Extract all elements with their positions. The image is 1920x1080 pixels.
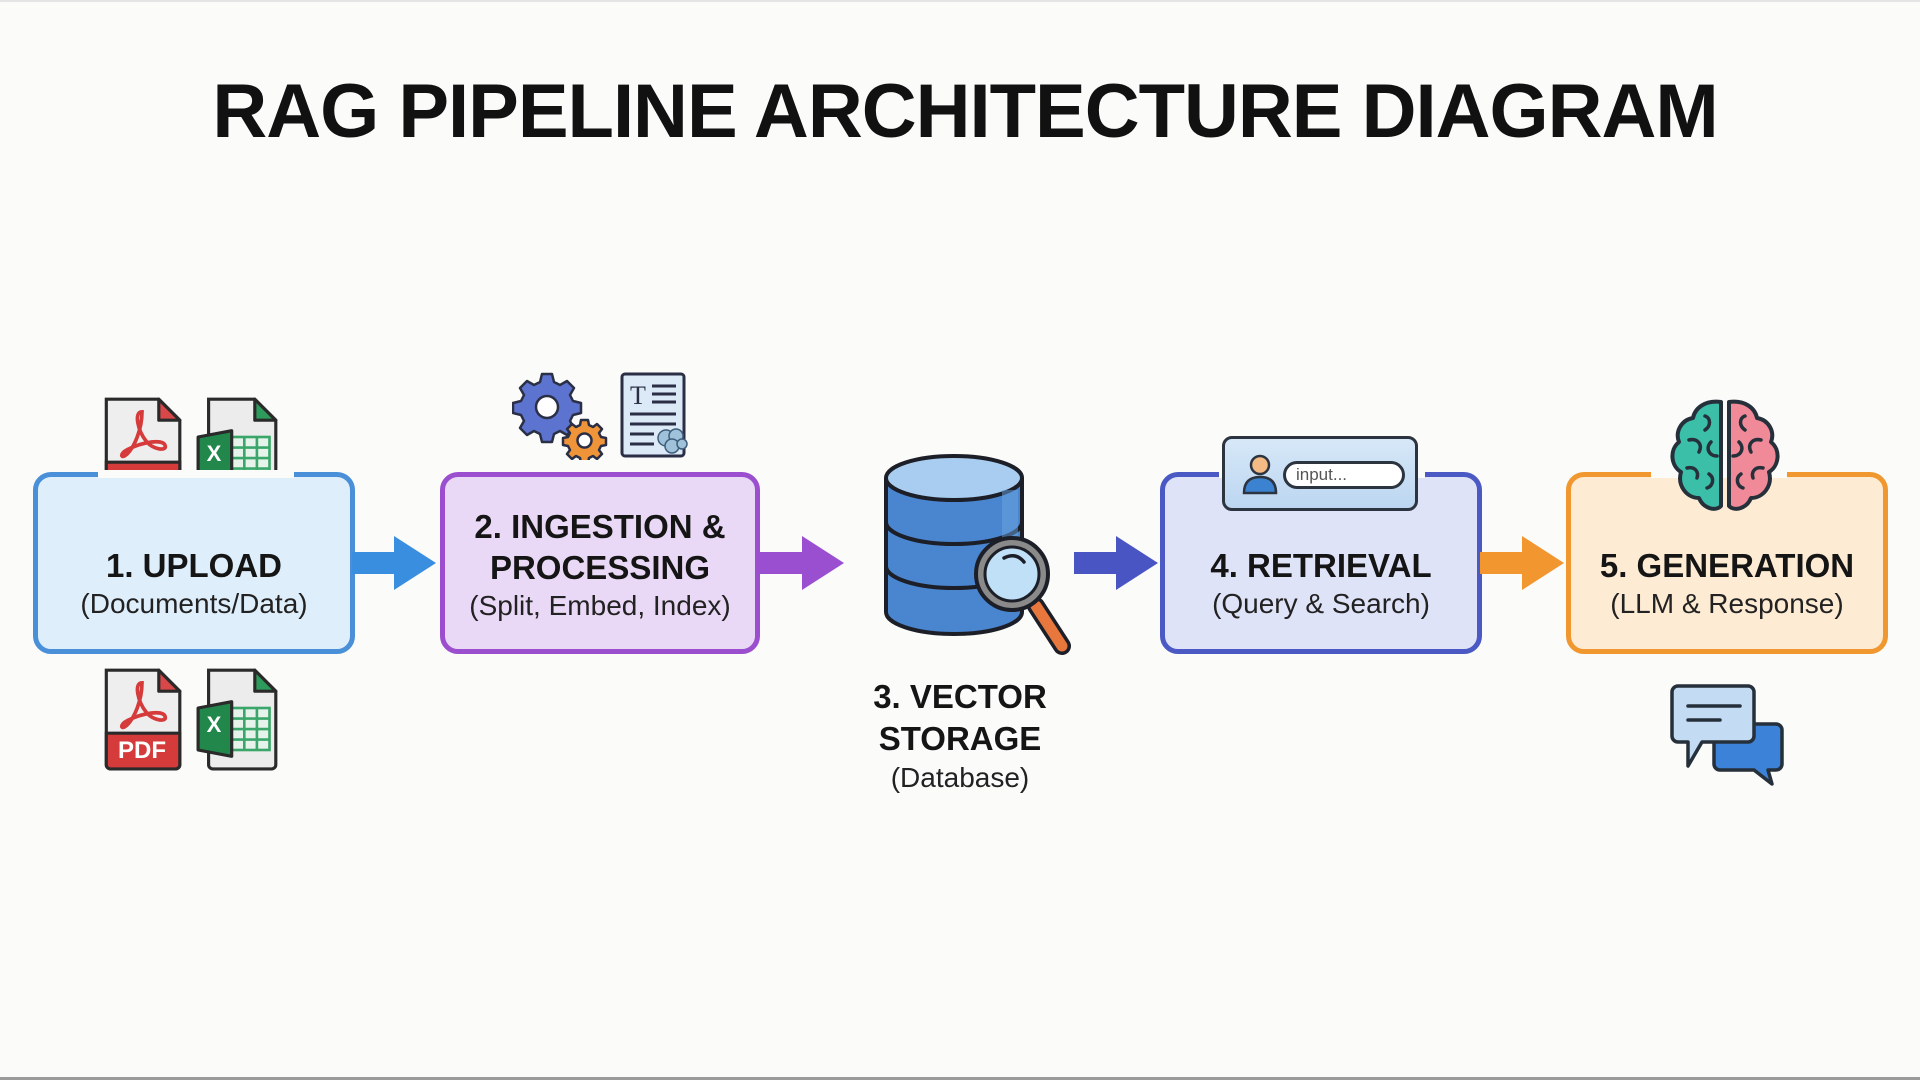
flow-arrow-retrieval-to-generation [1480, 536, 1564, 590]
stage-upload-subtitle: (Documents/Data) [80, 587, 308, 619]
svg-text:X: X [207, 712, 222, 737]
stage-retrieval-subtitle: (Query & Search) [1212, 587, 1430, 619]
flow-arrow-upload-to-ingestion [352, 536, 436, 590]
stage-ingestion-title-line1: 2. INGESTION & [474, 508, 726, 545]
chat-bubbles-icon [1670, 684, 1784, 786]
stage-ingestion-subtitle: (Split, Embed, Index) [469, 590, 731, 621]
database-search-icon [884, 454, 1071, 655]
stage-generation-subtitle: (LLM & Response) [1610, 587, 1844, 619]
stage-ingestion-title-line2: PROCESSING [489, 549, 711, 586]
stage-upload[interactable]: 1. UPLOAD (Documents/Data) [33, 470, 355, 654]
stage-vector-subtitle: (Database) [890, 762, 1030, 793]
excel-file-icon: X [196, 395, 280, 500]
query-input-card: input... [1222, 436, 1418, 511]
stage-vector-title-line2: STORAGE [878, 720, 1042, 757]
stage-generation-title: 5. GENERATION [1599, 546, 1855, 584]
bottom-border [0, 1077, 1920, 1080]
query-input-field[interactable]: input... [1283, 461, 1405, 489]
user-icon [1242, 454, 1278, 495]
top-border [0, 0, 1920, 2]
svg-text:X: X [207, 441, 222, 466]
svg-text:T: T [630, 381, 646, 410]
diagram-title: RAG PIPELINE ARCHITECTURE DIAGRAM [212, 69, 1718, 154]
stage-retrieval-title: 4. RETRIEVAL [1210, 546, 1432, 584]
stage-vector-storage[interactable]: 3. VECTOR STORAGE (Database) [840, 676, 1080, 796]
flow-arrow-ingestion-to-storage [758, 536, 844, 590]
stage-ingestion-processing[interactable]: 2. INGESTION & PROCESSING (Split, Embed,… [440, 472, 760, 654]
gears-icon [512, 372, 608, 460]
flow-arrow-storage-to-retrieval [1074, 536, 1158, 590]
text-document-icon: T [620, 372, 688, 458]
pdf-file-icon: PDF [100, 666, 184, 771]
excel-file-icon: X [196, 666, 280, 771]
stage-upload-title: 1. UPLOAD [105, 546, 283, 584]
brain-icon [1670, 399, 1780, 511]
svg-text:PDF: PDF [118, 737, 166, 764]
stage-vector-title-line1: 3. VECTOR [873, 678, 1047, 715]
